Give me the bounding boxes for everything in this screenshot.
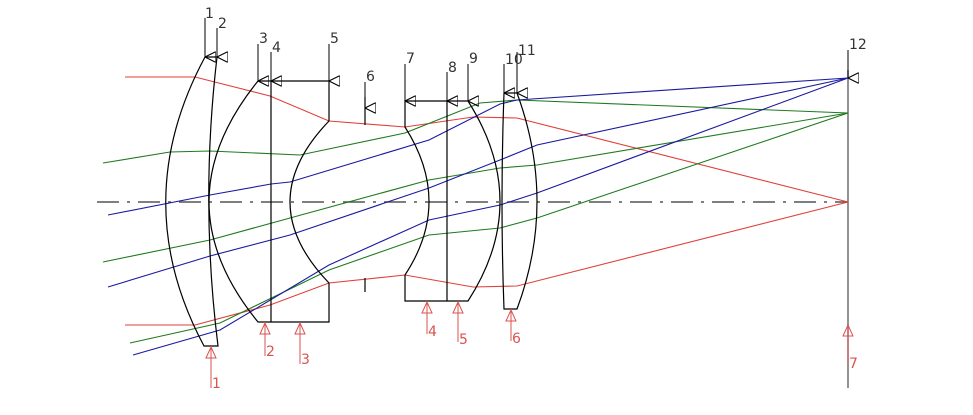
element-marker-5 xyxy=(452,300,464,342)
lens-3 xyxy=(404,100,501,302)
element-markers xyxy=(205,300,854,388)
surface-label: 6 xyxy=(366,69,375,85)
element-label: 6 xyxy=(512,331,521,347)
surface-labels: 1 2 3 4 5 6 7 8 9 10 11 12 xyxy=(205,6,867,85)
ray-marginal-lower xyxy=(125,201,849,326)
surface-label: 7 xyxy=(406,51,415,67)
element-marker-2 xyxy=(259,321,271,356)
surface-label: 4 xyxy=(272,40,281,56)
element-label: 7 xyxy=(849,356,858,372)
surface-markers xyxy=(204,18,848,108)
lens-2 xyxy=(208,80,330,323)
surface-label: 11 xyxy=(518,43,536,59)
ray-green-lower xyxy=(129,112,849,344)
ray-green-middle xyxy=(102,112,849,263)
surface-label: 12 xyxy=(849,37,867,53)
element-marker-1 xyxy=(205,345,217,388)
element-labels: 1 2 3 4 5 6 7 xyxy=(212,324,858,392)
ray-marginal-upper xyxy=(125,76,849,203)
surface-label: 10 xyxy=(505,52,523,68)
element-marker-4 xyxy=(421,300,433,334)
element-label: 3 xyxy=(301,352,310,368)
element-marker-7 xyxy=(842,323,854,364)
ray-green-upper xyxy=(102,99,849,164)
lens-1 xyxy=(165,56,219,347)
lens-4 xyxy=(501,92,538,310)
element-label: 1 xyxy=(212,376,221,392)
surface-label: 9 xyxy=(469,51,478,67)
element-label: 5 xyxy=(459,332,468,348)
surface-label: 5 xyxy=(330,31,339,47)
surface-label: 3 xyxy=(259,31,268,47)
ray-blue-upper xyxy=(107,77,849,216)
element-marker-3 xyxy=(294,321,306,364)
element-marker-6 xyxy=(505,308,517,341)
surface-label: 8 xyxy=(448,60,457,76)
element-label: 4 xyxy=(428,324,437,340)
element-label: 2 xyxy=(266,344,275,360)
surface-label: 2 xyxy=(218,16,227,32)
surface-label: 1 xyxy=(205,6,214,22)
